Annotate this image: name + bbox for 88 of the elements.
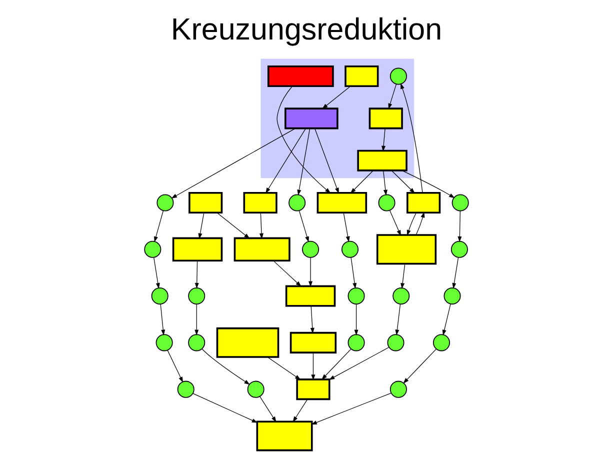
- node-box: [242, 192, 277, 214]
- node-box: [296, 378, 330, 400]
- node-circle: [389, 380, 406, 398]
- node-box: [316, 192, 367, 214]
- node-box: [368, 108, 402, 130]
- node-circle: [378, 194, 395, 212]
- arrow: [310, 306, 314, 334]
- node-circle: [155, 334, 172, 352]
- diagram-title: Kreuzungsreduktion: [170, 12, 442, 47]
- arrow: [266, 356, 300, 380]
- node-box: [284, 108, 338, 130]
- node-circle: [386, 334, 404, 352]
- arrow: [160, 304, 165, 336]
- arrow: [400, 263, 405, 289]
- node-box: [344, 66, 378, 88]
- node-circle: [150, 288, 168, 305]
- arrow: [298, 210, 308, 242]
- node-circle: [156, 194, 174, 212]
- node-circle: [302, 240, 319, 258]
- arrow: [276, 86, 330, 194]
- node-box: [216, 327, 279, 358]
- arrow: [153, 257, 160, 289]
- arrow: [382, 170, 387, 196]
- arrow: [381, 128, 386, 152]
- node-box: [406, 192, 440, 214]
- arrow: [259, 396, 276, 422]
- arrow: [442, 304, 450, 336]
- node-box: [188, 192, 222, 214]
- arrow: [389, 210, 400, 236]
- arrow: [457, 210, 462, 242]
- arrow: [354, 304, 358, 336]
- node-circle: [451, 194, 468, 212]
- arrow: [342, 212, 350, 242]
- arrow: [296, 128, 310, 196]
- node-box: [356, 150, 407, 172]
- arrow: [394, 304, 400, 336]
- arrow: [391, 170, 415, 194]
- arrow: [292, 398, 308, 422]
- node-box: [172, 237, 222, 262]
- arrow: [388, 84, 396, 110]
- arrow: [258, 212, 263, 240]
- arrow: [452, 257, 458, 289]
- arrow: [350, 257, 356, 289]
- arrow: [314, 128, 338, 194]
- node-circle: [389, 68, 406, 85]
- node-box: [233, 237, 290, 262]
- arrow: [192, 393, 258, 423]
- arrow: [265, 128, 306, 194]
- arrow: [328, 346, 389, 380]
- node-circle: [347, 288, 364, 305]
- arrow: [170, 128, 296, 198]
- arrow: [166, 350, 183, 383]
- node-box: [376, 234, 436, 265]
- node-circle: [443, 288, 460, 305]
- arrow: [415, 212, 424, 236]
- node-circle: [144, 240, 161, 258]
- node-box: [289, 332, 336, 354]
- arrow: [310, 352, 315, 380]
- arrow: [194, 304, 198, 336]
- node-circle: [392, 288, 410, 305]
- node-box: [266, 66, 334, 88]
- node-circle: [432, 334, 450, 352]
- node-box: [256, 420, 312, 452]
- arrow: [321, 348, 351, 380]
- arrow: [272, 260, 301, 287]
- arrow: [216, 212, 250, 239]
- node-circle: [347, 334, 364, 352]
- arrow: [154, 210, 164, 242]
- node-circle: [188, 334, 205, 352]
- node-circle: [340, 240, 358, 258]
- arrow: [400, 83, 422, 194]
- node-circle: [176, 380, 194, 398]
- node-box: [284, 285, 336, 307]
- arrow: [198, 212, 204, 240]
- node-circle: [246, 380, 264, 398]
- arrow: [308, 257, 312, 287]
- node-circle: [450, 240, 468, 258]
- node-circle: [288, 194, 306, 212]
- arrow: [350, 170, 373, 194]
- arrow: [201, 348, 250, 385]
- arrow: [406, 212, 416, 236]
- arrow: [310, 392, 391, 425]
- arrow: [322, 86, 350, 109]
- arrow: [194, 260, 198, 289]
- node-circle: [188, 288, 205, 305]
- arrow: [402, 348, 436, 384]
- cluster: [260, 58, 414, 178]
- arrow: [400, 170, 454, 198]
